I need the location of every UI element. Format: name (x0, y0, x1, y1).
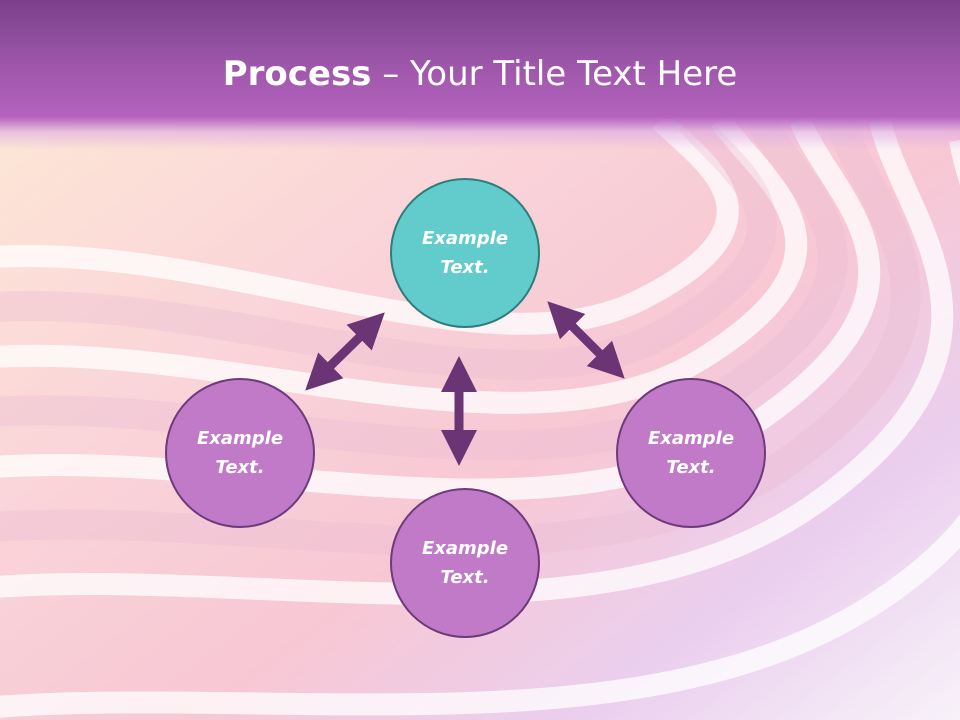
node-bottom: Example Text. (390, 488, 540, 638)
node-top: Example Text. (390, 178, 540, 328)
node-left-label: Example Text. (196, 428, 284, 478)
title-bar (0, 0, 960, 150)
node-left: Example Text. (165, 378, 315, 528)
node-bottom-label: Example Text. (421, 538, 509, 588)
node-top-label: Example Text. (421, 228, 509, 278)
title-bold: Process (222, 54, 372, 94)
node-right-label: Example Text. (647, 428, 735, 478)
page-title: Process – Your Title Text Here (0, 52, 960, 96)
title-rest: – Your Title Text Here (371, 54, 738, 94)
node-right: Example Text. (616, 378, 766, 528)
